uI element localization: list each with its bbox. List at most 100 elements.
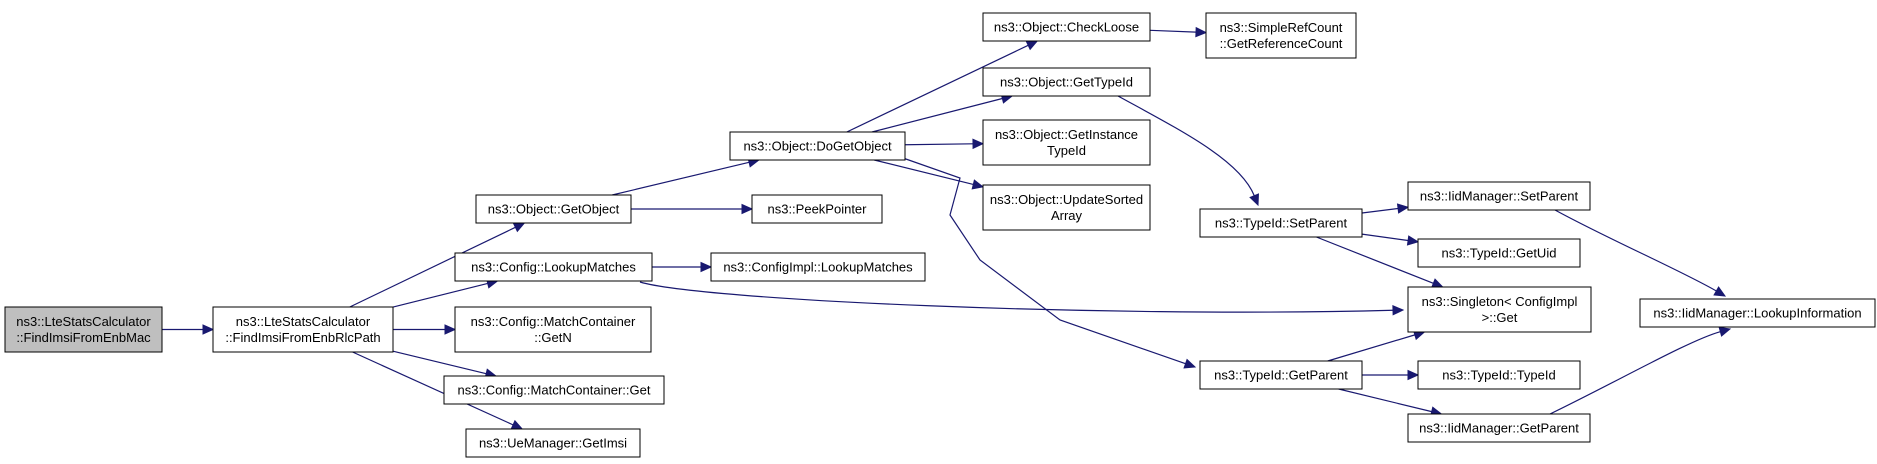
- node-peek-pointer[interactable]: ns3::PeekPointer: [751, 194, 883, 224]
- arrowhead: [1718, 326, 1732, 337]
- node-label: ns3::IidManager::GetParent: [1419, 421, 1579, 436]
- node-label: ns3::TypeId::SetParent: [1215, 216, 1348, 231]
- edge-line: [871, 97, 1003, 133]
- arrowhead: [1407, 369, 1420, 381]
- edge-object-get-object-to-object-do-get-object: [612, 157, 761, 196]
- node-label: ns3::ConfigImpl::LookupMatches: [723, 260, 913, 275]
- node-object-get-object[interactable]: ns3::Object::GetObject: [475, 194, 632, 224]
- arrowhead: [1195, 26, 1208, 38]
- edge-line: [352, 351, 514, 426]
- edge-line: [874, 159, 974, 186]
- node-iid-manager-get-parent[interactable]: ns3::IidManager::GetParent: [1407, 413, 1591, 443]
- edge-object-do-get-object-to-type-id-get-parent: [902, 157, 1197, 369]
- node-box: [1205, 12, 1357, 59]
- node-box: [475, 194, 632, 224]
- node-box: [1407, 181, 1591, 211]
- node-label: ns3::LteStatsCalculator: [16, 314, 151, 329]
- arrowhead: [1396, 203, 1410, 214]
- node-singleton-config-impl-get[interactable]: ns3::Singleton< ConfigImpl >::Get: [1407, 286, 1592, 333]
- arrowhead: [510, 419, 524, 430]
- node-type-id-get-parent[interactable]: ns3::TypeId::GetParent: [1199, 360, 1363, 390]
- node-lte-stats-find-imsi-from-enb-mac: ns3::LteStatsCalculator::FindImsiFromEnb…: [4, 306, 163, 353]
- node-label: ns3::IidManager::LookupInformation: [1653, 306, 1861, 321]
- node-label: ns3::Object::UpdateSorted: [990, 192, 1143, 207]
- node-box: [729, 131, 906, 161]
- edge-line: [902, 157, 1186, 365]
- node-simple-ref-count-get-reference-count[interactable]: ns3::SimpleRefCount::GetReferenceCount: [1205, 12, 1357, 59]
- node-label: TypeId: [1047, 143, 1086, 158]
- node-box: [982, 119, 1151, 166]
- node-label: ::FindImsiFromEnbRlcPath: [225, 330, 380, 345]
- node-label: ns3::IidManager::SetParent: [1420, 189, 1579, 204]
- node-label: ns3::SimpleRefCount: [1220, 20, 1343, 35]
- node-box: [454, 252, 653, 282]
- node-box: [443, 375, 665, 405]
- node-label: ns3::UeManager::GetImsi: [479, 436, 627, 451]
- arrowhead: [972, 138, 985, 150]
- edge-line: [1361, 233, 1409, 242]
- edge-line: [1117, 95, 1255, 196]
- node-type-id-get-uid[interactable]: ns3::TypeId::GetUid: [1417, 238, 1581, 268]
- node-iid-manager-lookup-information[interactable]: ns3::IidManager::LookupInformation: [1639, 298, 1876, 328]
- arrowhead: [1713, 286, 1727, 297]
- edge-lte-stats-find-imsi-from-enb-rlc-path-to-config-match-container-get-n: [393, 324, 457, 335]
- arrowhead: [1183, 358, 1197, 369]
- node-box: [1639, 298, 1876, 328]
- edge-type-id-set-parent-to-iid-manager-set-parent: [1361, 203, 1410, 214]
- edge-line: [349, 226, 516, 308]
- edge-line: [1554, 209, 1717, 292]
- node-type-id-type-id[interactable]: ns3::TypeId::TypeId: [1417, 360, 1581, 390]
- edge-config-lookup-matches-to-config-impl-lookup-matches: [652, 261, 713, 273]
- node-label: ns3::Object::GetTypeId: [1000, 75, 1133, 90]
- node-label: ns3::Config::LookupMatches: [471, 260, 636, 275]
- node-box: [1417, 360, 1581, 390]
- edge-line: [392, 350, 487, 375]
- edge-object-get-type-id-to-type-id-set-parent: [1117, 95, 1259, 207]
- edge-iid-manager-set-parent-to-iid-manager-lookup-information: [1554, 209, 1727, 297]
- node-box: [1199, 208, 1363, 238]
- edge-line: [1316, 236, 1434, 284]
- call-graph-nodes: ns3::LteStatsCalculator::FindImsiFromEnb…: [4, 12, 1876, 458]
- node-ue-manager-get-imsi[interactable]: ns3::UeManager::GetImsi: [465, 428, 641, 458]
- edge-line: [1361, 207, 1399, 214]
- node-config-match-container-get[interactable]: ns3::Config::MatchContainer::Get: [443, 375, 665, 405]
- node-label: ns3::PeekPointer: [767, 202, 867, 217]
- edge-lte-stats-find-imsi-from-enb-rlc-path-to-config-lookup-matches: [392, 278, 499, 308]
- node-iid-manager-set-parent[interactable]: ns3::IidManager::SetParent: [1407, 181, 1591, 211]
- edge-object-check-loose-to-simple-ref-count-get-reference-count: [1149, 26, 1208, 38]
- node-box: [1199, 360, 1363, 390]
- edge-object-do-get-object-to-object-update-sorted-array: [874, 159, 985, 190]
- node-box: [710, 252, 926, 282]
- edge-object-do-get-object-to-object-get-instance-type-id: [904, 138, 985, 150]
- node-label: >::Get: [1482, 310, 1518, 325]
- node-object-check-loose[interactable]: ns3::Object::CheckLoose: [982, 12, 1151, 42]
- edge-type-id-get-parent-to-singleton-config-impl-get: [1327, 329, 1426, 362]
- node-object-do-get-object[interactable]: ns3::Object::DoGetObject: [729, 131, 906, 161]
- node-label: ::FindImsiFromEnbMac: [16, 330, 151, 345]
- node-box: [1407, 286, 1592, 333]
- node-box: [751, 194, 883, 224]
- arrowhead: [1392, 305, 1405, 316]
- edge-lte-stats-find-imsi-from-enb-rlc-path-to-config-match-container-get: [392, 350, 498, 379]
- node-box: [454, 306, 652, 353]
- arrowhead: [202, 324, 215, 335]
- edge-iid-manager-get-parent-to-iid-manager-lookup-information: [1549, 326, 1732, 415]
- edge-type-id-get-parent-to-type-id-type-id: [1362, 369, 1420, 381]
- node-lte-stats-find-imsi-from-enb-rlc-path[interactable]: ns3::LteStatsCalculator::FindImsiFromEnb…: [212, 306, 394, 353]
- node-config-impl-lookup-matches[interactable]: ns3::ConfigImpl::LookupMatches: [710, 252, 926, 282]
- node-config-match-container-get-n[interactable]: ns3::Config::MatchContainer::GetN: [454, 306, 652, 353]
- node-label: ns3::TypeId::GetUid: [1442, 246, 1557, 261]
- arrowhead: [512, 222, 526, 233]
- node-type-id-set-parent[interactable]: ns3::TypeId::SetParent: [1199, 208, 1363, 238]
- edge-lte-stats-find-imsi-from-enb-mac-to-lte-stats-find-imsi-from-enb-rlc-path: [162, 324, 215, 335]
- node-object-get-type-id[interactable]: ns3::Object::GetTypeId: [982, 67, 1151, 97]
- node-box: [982, 12, 1151, 42]
- edge-line: [639, 281, 1394, 313]
- edge-object-get-object-to-peek-pointer: [631, 203, 754, 215]
- node-config-lookup-matches[interactable]: ns3::Config::LookupMatches: [454, 252, 653, 282]
- edge-line: [846, 44, 1029, 133]
- node-box: [1417, 238, 1581, 268]
